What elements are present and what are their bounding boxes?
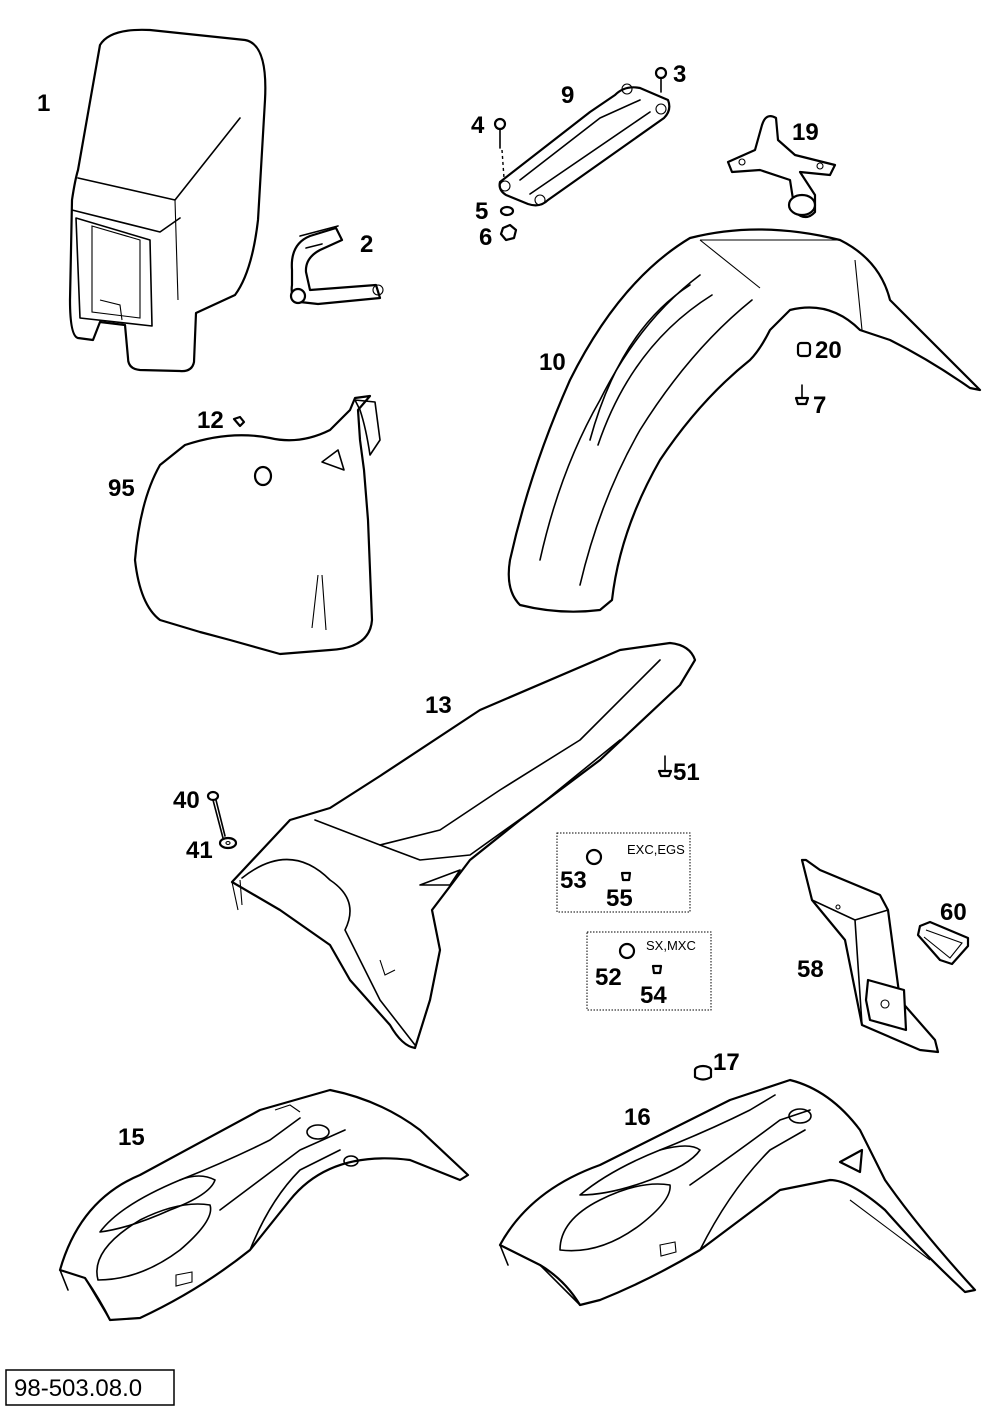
part-number-plate <box>133 394 381 656</box>
callout-19: 19 <box>792 119 819 146</box>
callout-55: 55 <box>606 885 633 912</box>
part-screw-3 <box>654 66 668 93</box>
part-reflector <box>916 920 970 966</box>
callout-15: 15 <box>118 1124 145 1151</box>
part-clamp <box>289 225 384 306</box>
callout-6: 6 <box>479 224 492 251</box>
callout-51: 51 <box>673 759 700 786</box>
part-front-fender-graphics-15 <box>58 1088 470 1322</box>
callout-5: 5 <box>475 198 488 225</box>
part-nut-6 <box>499 223 518 242</box>
variant-label-exc-egs: EXC,EGS <box>627 842 685 857</box>
reference-number: 98-503.08.0 <box>14 1375 142 1402</box>
callout-2: 2 <box>360 231 373 258</box>
reference-number-box: 98-503.08.0 <box>5 1369 175 1406</box>
part-washer-41 <box>218 836 238 850</box>
callout-1: 1 <box>37 90 50 117</box>
part-washer-5 <box>499 205 515 217</box>
callout-3: 3 <box>673 61 686 88</box>
callout-16: 16 <box>624 1104 651 1131</box>
callout-12: 12 <box>197 407 224 434</box>
part-grommet-17 <box>693 1064 713 1081</box>
callout-40: 40 <box>173 787 200 814</box>
callout-60: 60 <box>940 899 967 926</box>
part-screw-51 <box>657 755 673 778</box>
callout-58: 58 <box>797 956 824 983</box>
part-front-fender <box>507 228 982 613</box>
part-grommet-20 <box>796 341 812 358</box>
callout-9: 9 <box>561 82 574 109</box>
part-plate-holder <box>800 858 940 1054</box>
part-bracket <box>498 83 671 207</box>
part-screw-4 <box>493 117 507 179</box>
callout-labels: 1 2 3 4 5 6 7 9 10 12 13 15 16 17 19 20 … <box>37 61 967 1151</box>
callout-13: 13 <box>425 692 452 719</box>
part-headlight-mask <box>68 28 267 373</box>
callout-41: 41 <box>186 837 213 864</box>
callout-53: 53 <box>560 867 587 894</box>
part-mount <box>726 115 837 219</box>
callout-20: 20 <box>815 337 842 364</box>
variant-box-exc-egs: EXC,EGS <box>556 832 691 913</box>
part-front-fender-graphics-16 <box>498 1078 977 1307</box>
callout-10: 10 <box>539 349 566 376</box>
callout-4: 4 <box>471 112 485 139</box>
part-bolt-40 <box>206 790 226 839</box>
callout-52: 52 <box>595 964 622 991</box>
callout-17: 17 <box>713 1049 740 1076</box>
variant-box-sx-mxc: SX,MXC <box>586 931 712 1011</box>
variant-label-sx-mxc: SX,MXC <box>646 938 696 953</box>
callout-95: 95 <box>108 475 135 502</box>
part-rear-fender <box>230 641 697 1050</box>
part-screw-7 <box>794 384 810 406</box>
callout-7: 7 <box>813 392 826 419</box>
part-screw-12 <box>232 415 246 428</box>
callout-54: 54 <box>640 982 667 1009</box>
